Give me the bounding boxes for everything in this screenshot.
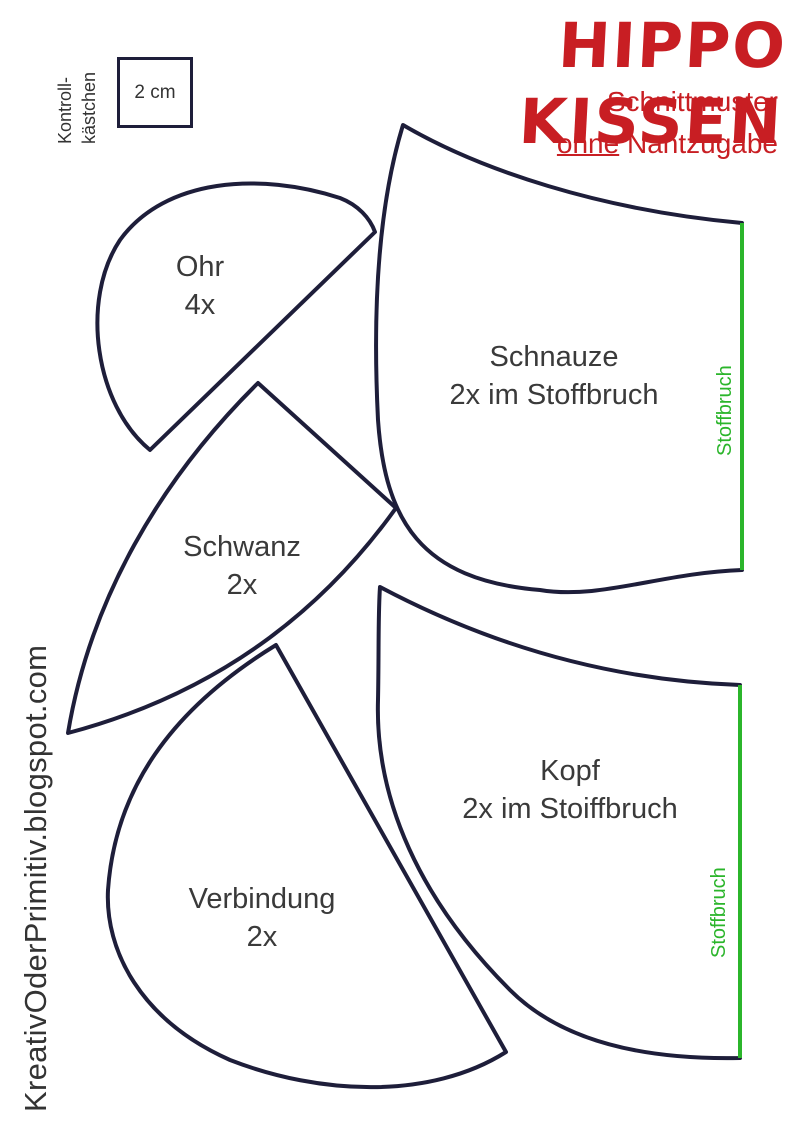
ohr-name: Ohr <box>175 251 225 283</box>
subtitle-rest: Nahtzugabe <box>619 128 778 159</box>
subtitle-underlined-word: ohne <box>556 128 620 159</box>
kopf-label: Kopf 2x im Stoiffbruch <box>425 752 715 828</box>
schwanz-label: Schwanz 2x <box>162 528 322 604</box>
subtitle-seam-allowance: ohne Nahtzugabe <box>557 128 778 160</box>
verbindung-outline <box>105 643 508 1090</box>
verbindung-label: Verbindung 2x <box>162 880 362 956</box>
kopf-count: 2x im Stoiffbruch <box>462 793 678 825</box>
schwanz-name: Schwanz <box>183 531 301 563</box>
fold-label-schnauze: Stoffbruch <box>714 365 736 456</box>
fold-label-kopf: Stoffbruch <box>708 867 730 958</box>
schnauze-outline <box>374 123 744 595</box>
kopf-name: Kopf <box>540 755 600 787</box>
schnauze-label: Schnauze 2x im Stoffbruch <box>414 338 694 414</box>
subtitle-pattern: Schnittmuster <box>606 86 778 117</box>
schnauze-count: 2x im Stoffbruch <box>449 379 659 411</box>
verbindung-count: 2x <box>246 921 278 953</box>
ohr-label: Ohr 4x <box>150 248 250 324</box>
control-label-line1: Kontroll- <box>55 76 75 144</box>
control-square: 2 cm <box>117 57 193 128</box>
schwanz-count: 2x <box>226 569 258 601</box>
verbindung-name: Verbindung <box>188 883 336 915</box>
ohr-outline <box>95 181 377 452</box>
website-url: KreativOderPrimitiv.blogspot.com <box>18 644 53 1112</box>
schnauze-name: Schnauze <box>489 341 619 373</box>
kopf-outline <box>375 585 742 1061</box>
control-square-label: Kontroll- kästchen <box>53 38 103 148</box>
control-label-line2: kästchen <box>79 71 99 144</box>
ohr-count: 4x <box>184 289 216 321</box>
schwanz-outline <box>66 381 398 735</box>
control-square-size: 2 cm <box>134 81 176 103</box>
